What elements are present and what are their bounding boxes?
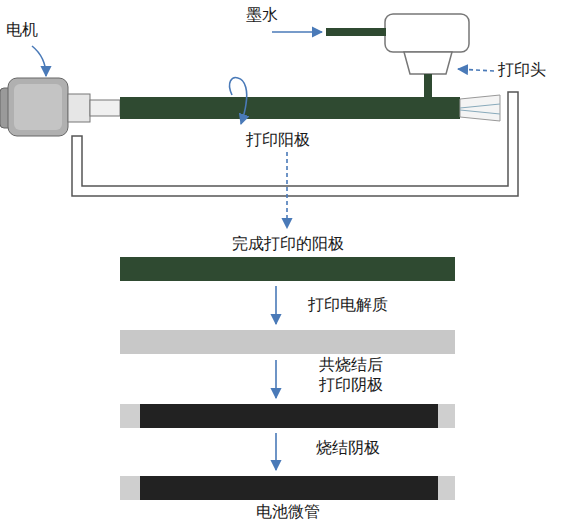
rod-end [460,95,500,121]
flow-arrow [275,433,277,470]
flow-arrow [275,360,277,398]
anode-bar: 完成打印的阳极 [120,234,455,281]
shaft-holder [68,94,90,122]
callout-arrow [458,69,494,71]
ink-arrow [272,31,322,33]
anode-rod [120,97,460,119]
cathode-layer [140,476,438,500]
step-label: 共烧结后 打印阴极 [316,355,386,395]
step-label: 打印阳极 [246,130,310,150]
motor-face [14,84,62,130]
print-head-nozzle [404,52,452,74]
print-head [385,14,469,52]
rotation-arrow [230,78,247,124]
cathode-layer [140,404,438,428]
electrolyte-bar [120,330,455,354]
tube-bar [120,476,455,500]
microtube-bar: 电池微管 [120,476,455,522]
flow-arrow [275,286,277,324]
callout-arrow [32,46,46,76]
step-label: 打印电解质 [308,295,388,315]
step-label: 墨水 [246,5,278,25]
motor-body [8,78,68,136]
printer-frame [72,92,518,196]
cell-bar [120,404,455,428]
ink-tube [326,28,386,36]
bar-heading: 完成打印的阳极 [120,234,455,254]
flow-arrow [286,152,288,228]
step-label: 打印头 [498,60,546,80]
bar-heading: 电池微管 [120,502,455,522]
tube-bar [120,257,455,281]
step-label: 烧结阴极 [316,438,380,458]
step-label: 电机 [6,20,38,40]
shaft [90,100,120,116]
nozzle-tip [424,74,432,98]
